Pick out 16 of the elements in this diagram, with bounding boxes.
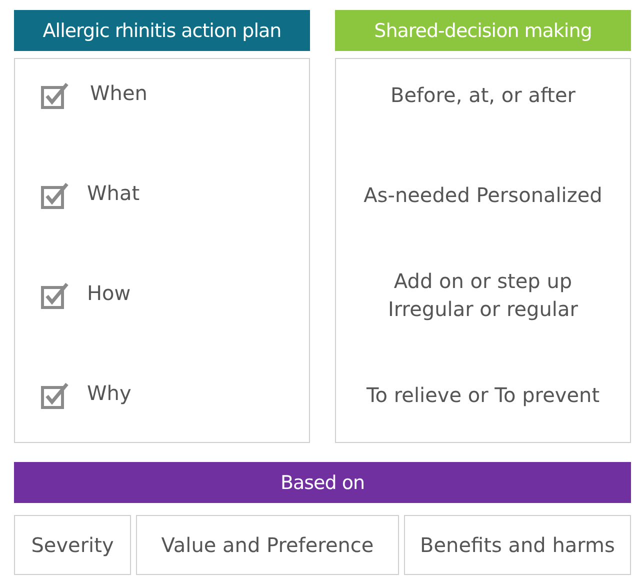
item-label: When bbox=[90, 81, 148, 105]
header-bar: Allergic rhinitis action plan bbox=[14, 10, 310, 51]
factor-box: Value and Preference bbox=[136, 515, 399, 575]
panel bbox=[14, 58, 310, 443]
description-text: Before, at, or after bbox=[389, 82, 577, 109]
description-text: Add on or step up Irregular or regular bbox=[387, 268, 579, 323]
factor-box: Severity bbox=[14, 515, 131, 575]
factor-box: Benefits and harms bbox=[404, 515, 631, 575]
header-bar: Shared-decision making bbox=[335, 10, 631, 51]
item-label: Why bbox=[87, 381, 132, 405]
item-label: How bbox=[87, 281, 131, 305]
item-label: What bbox=[87, 181, 140, 205]
description-text: To relieve or To prevent bbox=[365, 382, 601, 409]
header-bar: Based on bbox=[14, 462, 631, 503]
description-text: As-needed Personalized bbox=[362, 182, 604, 209]
panel bbox=[335, 58, 631, 443]
